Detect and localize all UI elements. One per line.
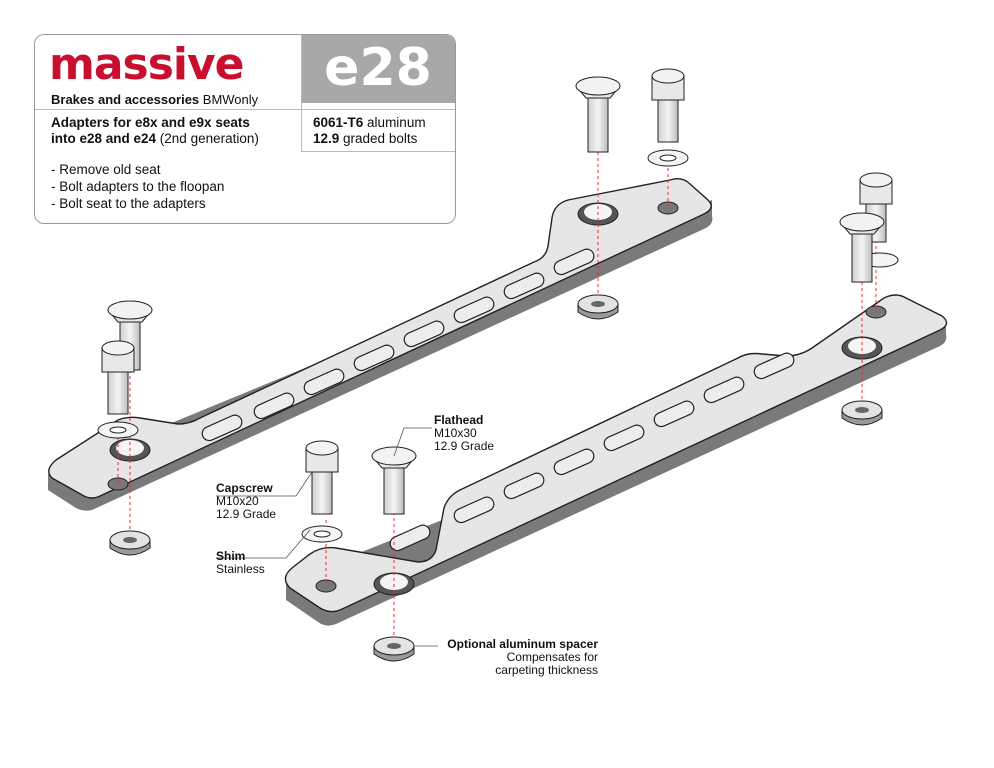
install-step: - Remove old seat: [51, 162, 161, 177]
plate-right-slots: [389, 352, 795, 552]
capscrew-bolt-icon: [301, 440, 343, 543]
flathead-callout: Flathead M10x30 12.9 Grade: [434, 413, 495, 453]
plate-left-slots: [201, 248, 595, 442]
install-step: - Bolt adapters to the floopan: [51, 179, 225, 194]
capscrew-bolt-icon: [647, 68, 689, 167]
adapter-plate-left: [48, 177, 713, 511]
brand-tagline: Brakes and accessories BMWonly: [51, 92, 259, 107]
adapter-plate-right: [284, 294, 948, 626]
flathead-bolt-icon: [575, 76, 621, 153]
info-card: massive Brakes and accessories BMWonly e…: [34, 34, 456, 224]
install-step: - Bolt seat to the adapters: [51, 196, 206, 211]
spacer-icon: [373, 636, 415, 662]
spacer-icon: [841, 400, 883, 426]
capscrew-callout: Capscrew M10x20 12.9 Grade: [216, 481, 277, 521]
shim-callout: Shim Stainless: [216, 549, 265, 576]
flathead-bolt-icon: [839, 212, 885, 283]
spacer-icon: [577, 294, 619, 320]
callout-leaders: [216, 427, 438, 647]
model-badge: e28: [301, 35, 455, 103]
spacer-icon: [109, 530, 151, 556]
adapters-description: Adapters for e8x and e9x seats into e28 …: [51, 115, 259, 146]
spacer-callout: Optional aluminum spacer Compensates for…: [447, 637, 598, 677]
install-steps: - Remove old seat - Bolt adapters to the…: [51, 161, 224, 212]
brand-logo: massive: [49, 39, 245, 90]
flathead-bolt-icon: [371, 446, 417, 515]
material-specs: 6061-T6 aluminum 12.9 graded bolts: [313, 115, 426, 146]
capscrew-bolt-icon: [97, 340, 139, 439]
